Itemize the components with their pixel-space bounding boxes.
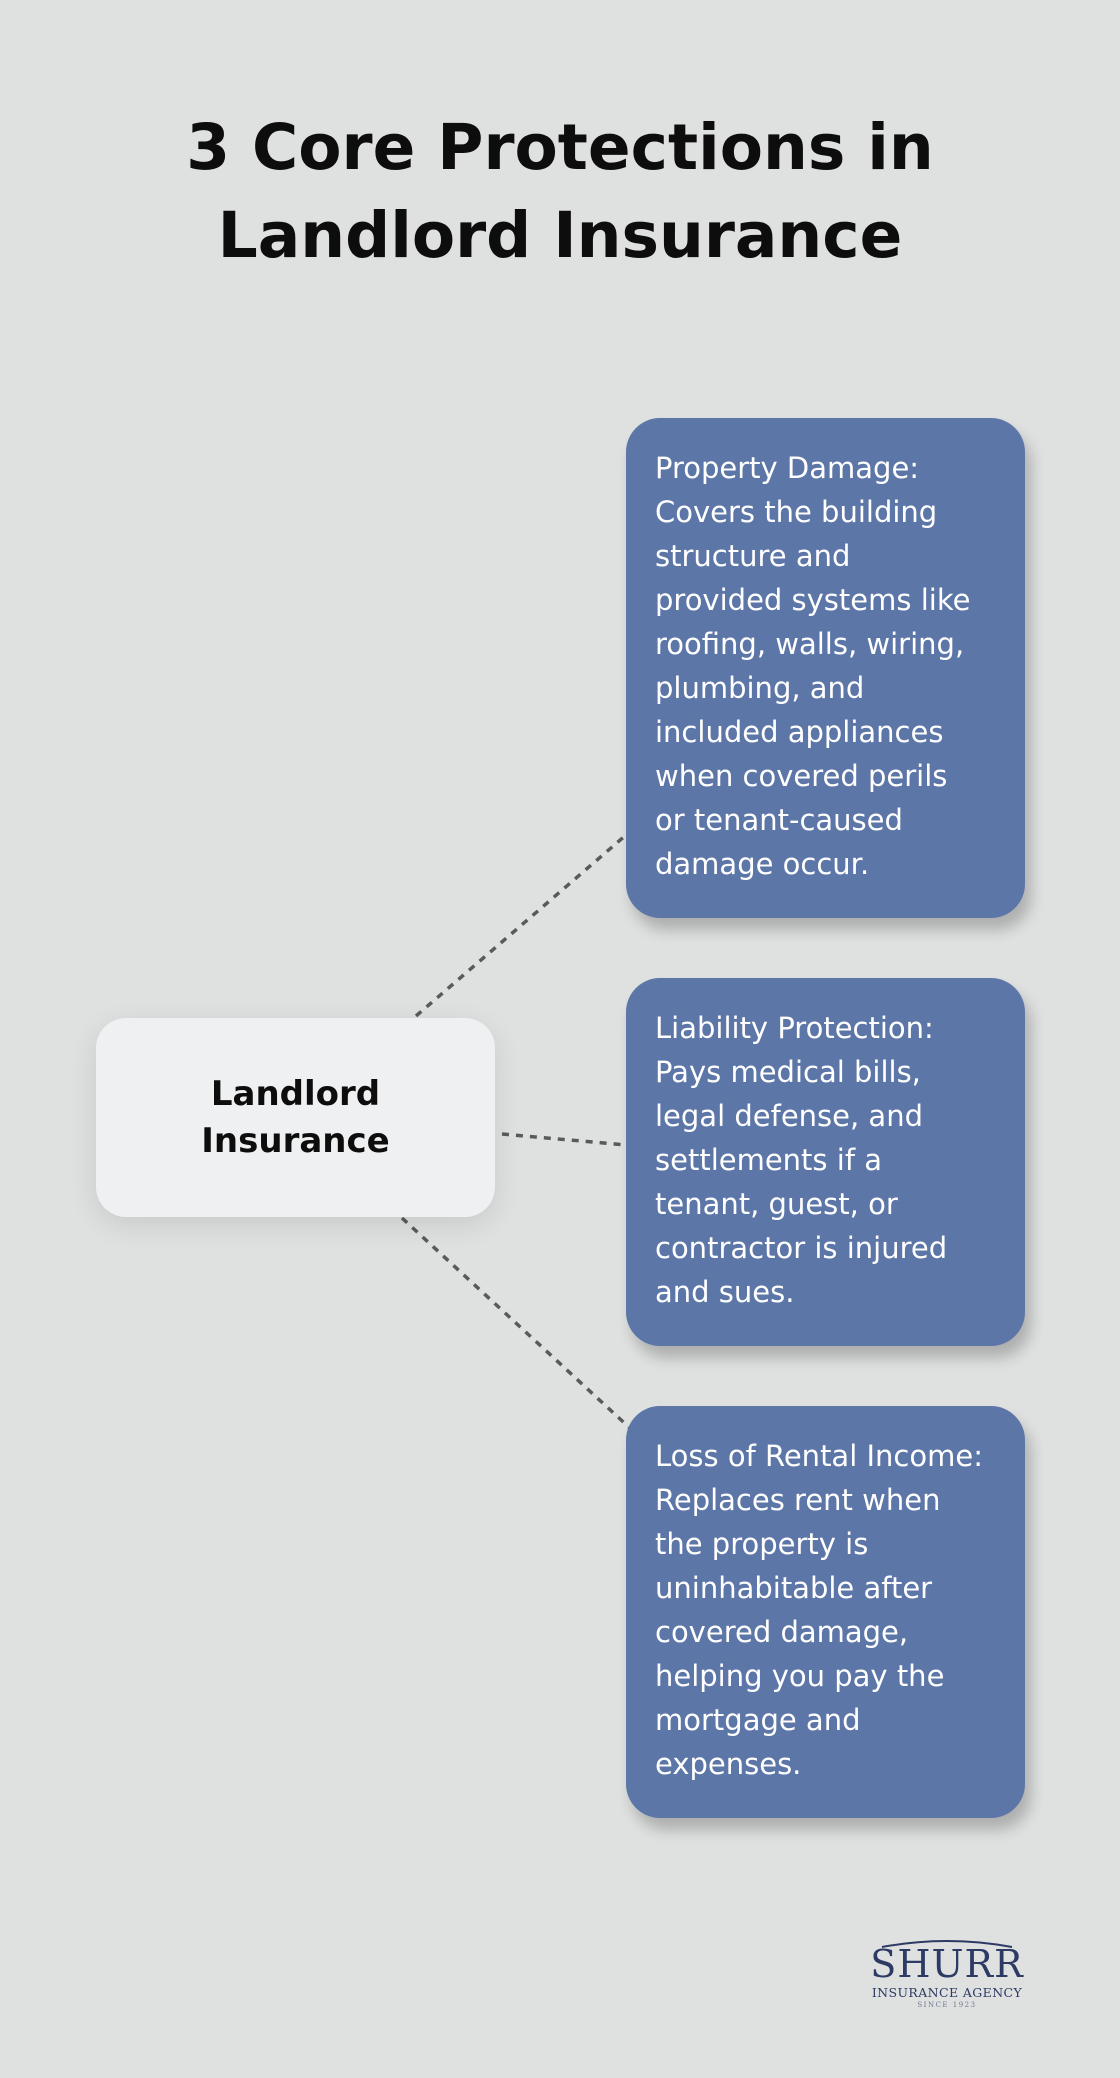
connector-line-liability	[501, 1132, 627, 1147]
protection-card-property-damage: Property Damage: Covers the building str…	[626, 418, 1025, 918]
protection-card-text: Liability Protection: Pays medical bills…	[655, 1011, 948, 1309]
page-title: 3 Core Protections in Landlord Insurance	[186, 111, 934, 272]
protection-card-text: Loss of Rental Income: Replaces rent whe…	[655, 1439, 983, 1781]
shurr-logo: SHURR INSURANCE AGENCY SINCE 1923	[862, 1938, 1032, 2012]
logo-swoosh-icon	[881, 1940, 1013, 1948]
logo-subtitle: INSURANCE AGENCY	[871, 1985, 1023, 2000]
connector-line-rental-income	[400, 1216, 634, 1432]
protection-card-rental-income: Loss of Rental Income: Replaces rent whe…	[626, 1406, 1025, 1818]
logo-since: SINCE 1923	[917, 2001, 977, 2009]
protection-card-liability: Liability Protection: Pays medical bills…	[626, 978, 1025, 1346]
connector-line-property-damage	[414, 833, 628, 1018]
center-node-landlord-insurance: Landlord Insurance	[96, 1018, 495, 1217]
protection-card-text: Property Damage: Covers the building str…	[655, 451, 971, 881]
logo-name: SHURR	[870, 1942, 1024, 1986]
center-node-label: Landlord Insurance	[201, 1073, 390, 1161]
